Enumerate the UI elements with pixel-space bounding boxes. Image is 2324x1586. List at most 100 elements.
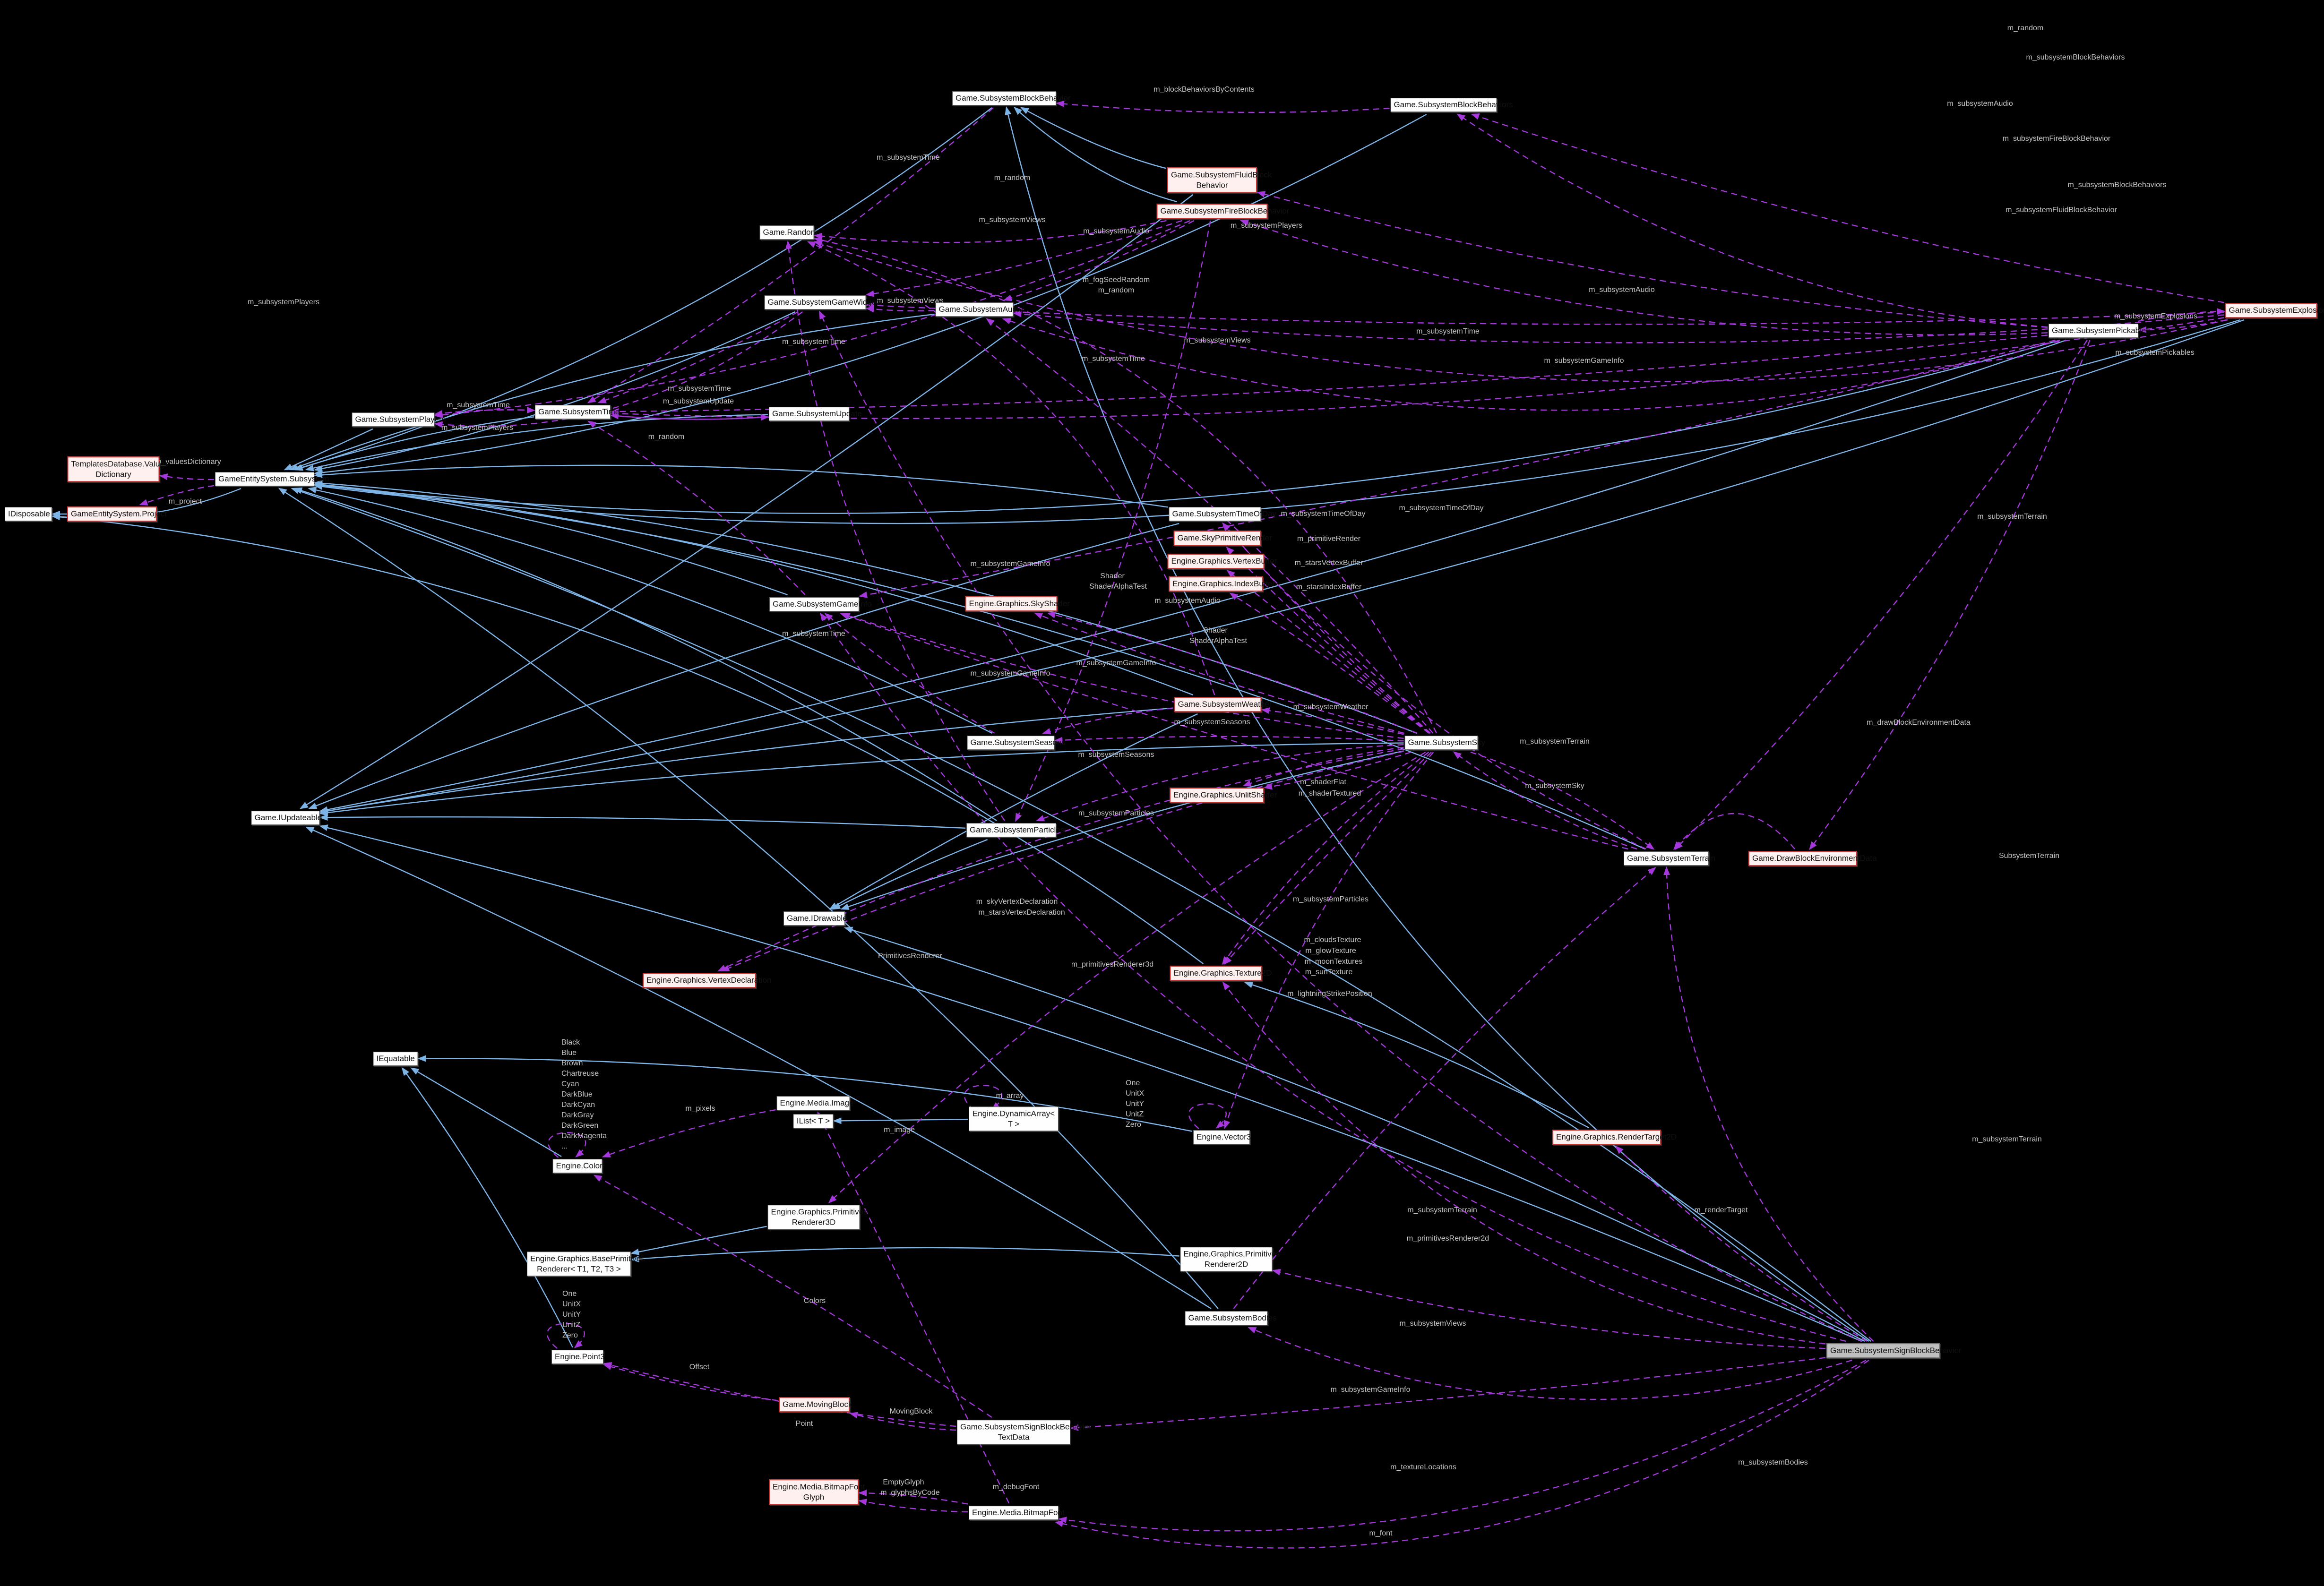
edge-signBlockBehavior-signTextData xyxy=(1070,1357,1826,1431)
edge-sky-skyPrimitiveRender xyxy=(1226,546,1431,734)
node-bitmapFontGlyph[interactable]: Engine.Media.BitmapFont. Glyph xyxy=(769,1479,867,1505)
node-movingBlock[interactable]: Game.MovingBlock xyxy=(779,1397,852,1412)
node-explosions[interactable]: Game.SubsystemExplosions xyxy=(2225,303,2324,318)
node-fluidBlockBehavior[interactable]: Game.SubsystemFluidBlock Behavior xyxy=(1167,167,1272,193)
node-update[interactable]: Game.SubsystemUpdate xyxy=(769,407,862,421)
node-texture2d[interactable]: Engine.Graphics.Texture2D xyxy=(1170,966,1272,981)
edge-bitmapFont-bitmapFontGlyph xyxy=(858,1490,968,1505)
node-weather[interactable]: Game.SubsystemWeather xyxy=(1174,697,1272,712)
node-sky[interactable]: Game.SubsystemSky xyxy=(1404,736,1485,750)
edge-gameWidgets-players xyxy=(434,311,803,428)
edge-sky-iupdateable xyxy=(319,742,1404,816)
node-seasons[interactable]: Game.SubsystemSeasons xyxy=(967,736,1066,750)
edge-pickables-iupdateable xyxy=(319,339,2066,813)
node-terrain[interactable]: Game.SubsystemTerrain xyxy=(1624,851,1715,866)
node-color[interactable]: Engine.Color xyxy=(552,1159,603,1173)
node-iequatable[interactable]: IEquatable xyxy=(373,1052,418,1066)
node-timeOfDay[interactable]: Game.SubsystemTimeOfDay xyxy=(1169,507,1276,521)
node-vector3[interactable]: Engine.Vector3 xyxy=(1193,1130,1251,1144)
edge-blockBehavior-subsystem xyxy=(294,107,992,471)
edge-bodies-terrain xyxy=(1233,867,1656,1309)
edge-sky-vertexDeclaration xyxy=(721,751,1404,972)
node-idrawable[interactable]: Game.IDrawable xyxy=(783,911,847,926)
edge-weather-subsystem xyxy=(314,481,1194,696)
edge-terrain-timeOfDay xyxy=(1222,522,1646,850)
edge-primitivesRenderer3d-basePrimitivesRenderer xyxy=(630,1226,767,1255)
node-fireBlockBehavior[interactable]: Game.SubsystemFireBlockBehavior xyxy=(1156,204,1290,219)
edge-primitivesRenderer2d-basePrimitivesRenderer xyxy=(630,1247,1179,1262)
edge-signBlockBehavior-terrain xyxy=(1663,866,1874,1342)
edge-group xyxy=(52,100,2245,1549)
node-indexBuffer[interactable]: Engine.Graphics.IndexBuffer xyxy=(1169,576,1275,592)
node-primitivesRenderer3d[interactable]: Engine.Graphics.Primitives Renderer3D xyxy=(767,1205,868,1229)
node-bodies[interactable]: Game.SubsystemBodies xyxy=(1185,1311,1277,1325)
node-blockBehavior[interactable]: Game.SubsystemBlockBehavior xyxy=(952,91,1071,105)
node-dynamicArray[interactable]: Engine.DynamicArray< T > xyxy=(969,1106,1059,1131)
node-drawBlockEnv[interactable]: Game.DrawBlockEnvironmentData xyxy=(1748,851,1877,866)
edge-signBlockBehavior-bitmapFont xyxy=(1054,1360,1869,1549)
edge-point3-iequatable xyxy=(401,1067,573,1348)
node-vertexBuffer[interactable]: Engine.Graphics.VertexBuffer xyxy=(1167,554,1277,569)
edge-color-color xyxy=(548,1132,586,1158)
node-skyPrimitiveRender[interactable]: Game.SkyPrimitiveRender xyxy=(1173,531,1272,546)
node-players[interactable]: Game.SubsystemPlayers xyxy=(352,412,446,427)
edge-bodies-subsystem xyxy=(278,488,1219,1309)
edge-particles-subsystem xyxy=(293,487,997,822)
node-signBlockBehavior[interactable]: Game.SubsystemSignBlockBehavior xyxy=(1826,1343,1962,1358)
edge-signBlockBehavior-blockBehavior xyxy=(1005,106,1869,1342)
node-bitmapFont[interactable]: Engine.Media.BitmapFont xyxy=(969,1506,1065,1520)
edge-pickables-terrain xyxy=(1674,340,2088,850)
node-time[interactable]: Game.SubsystemTime xyxy=(535,405,620,419)
edge-drawBlockEnv-terrain xyxy=(1673,813,1795,850)
node-point3[interactable]: Engine.Point3 xyxy=(551,1350,605,1364)
node-signTextData[interactable]: Game.SubsystemSignBlockBehavior. TextDat… xyxy=(957,1420,1093,1444)
edge-vector3-iequatable xyxy=(417,1055,1193,1132)
edge-gameInfo-time xyxy=(587,420,806,595)
node-primitivesRenderer2d[interactable]: Engine.Graphics.Primitives Renderer2D xyxy=(1180,1247,1280,1271)
edge-sky-vector3 xyxy=(1223,752,1434,1129)
edge-subsystem-project xyxy=(139,485,215,506)
node-audio[interactable]: Game.SubsystemAudio xyxy=(935,302,1023,317)
edge-explosions-time xyxy=(610,317,2224,419)
edge-sky-texture2d xyxy=(1223,752,1432,965)
node-project[interactable]: GameEntitySystem.Project xyxy=(67,506,167,522)
edge-signBlockBehavior-gameWidgets xyxy=(819,310,1863,1342)
edge-vector3-vector3 xyxy=(1188,1103,1227,1129)
node-particles[interactable]: Game.SubsystemParticles xyxy=(966,823,1064,837)
edge-blockBehaviors-blockBehavior xyxy=(1056,100,1390,113)
edge-blockBehaviors-subsystem xyxy=(314,113,1427,476)
edge-bitmapFont-bitmapFontGlyph xyxy=(858,1499,968,1513)
edge-signTextData-color xyxy=(593,1174,992,1418)
node-skyShader[interactable]: Engine.Graphics.SkyShader xyxy=(965,596,1070,611)
node-blockBehaviors[interactable]: Game.SubsystemBlockBehaviors xyxy=(1390,98,1513,112)
node-valuesDictionary[interactable]: TemplatesDatabase.Values Dictionary xyxy=(67,456,168,482)
node-subsystem[interactable]: GameEntitySystem.Subsystem xyxy=(215,472,329,486)
node-image[interactable]: Engine.Media.Image xyxy=(776,1096,853,1110)
edge-explosions-random xyxy=(813,240,2228,382)
node-vertexDeclaration[interactable]: Engine.Graphics.VertexDeclaration xyxy=(643,973,772,988)
node-ilist[interactable]: IList< T > xyxy=(793,1114,834,1128)
edge-movingBlock-point3 xyxy=(603,1363,778,1401)
edge-sky-vertexBuffer xyxy=(1226,570,1430,734)
node-renderTarget[interactable]: Engine.Graphics.RenderTarget2D xyxy=(1552,1130,1677,1145)
node-random[interactable]: Game.Random xyxy=(759,225,818,240)
node-gameWidgets[interactable]: Game.SubsystemGameWidgets xyxy=(764,295,882,309)
edge-signBlockBehavior-primitivesRenderer2d xyxy=(1272,1269,1826,1349)
node-gameInfo[interactable]: Game.SubsystemGameInfo xyxy=(769,597,872,611)
edge-timeOfDay-iupdateable xyxy=(308,523,1179,809)
edge-bitmapFont-image xyxy=(817,1111,1010,1504)
edge-sky-weather xyxy=(1261,707,1404,735)
edge-sky-unlitShader xyxy=(1264,751,1412,790)
edge-pickables-subsystem xyxy=(314,339,2060,514)
node-iupdateable[interactable]: Game.IUpdateable xyxy=(251,811,322,825)
edge-gameWidgets-time xyxy=(597,311,799,403)
node-unlitShader[interactable]: Engine.Graphics.UnlitShader xyxy=(1170,788,1277,803)
edge-sky-idrawable xyxy=(840,750,1404,910)
edge-terrain-gameInfo xyxy=(840,613,1628,850)
node-basePrimitivesRenderer[interactable]: Engine.Graphics.BasePrimitives Renderer<… xyxy=(527,1252,645,1276)
node-pickables[interactable]: Game.SubsystemPickables xyxy=(2049,324,2150,338)
node-idisposable[interactable]: IDisposable xyxy=(5,507,52,521)
edge-particles-idrawable xyxy=(832,839,988,910)
edge-signBlockBehavior-bodies xyxy=(1248,1327,1852,1400)
